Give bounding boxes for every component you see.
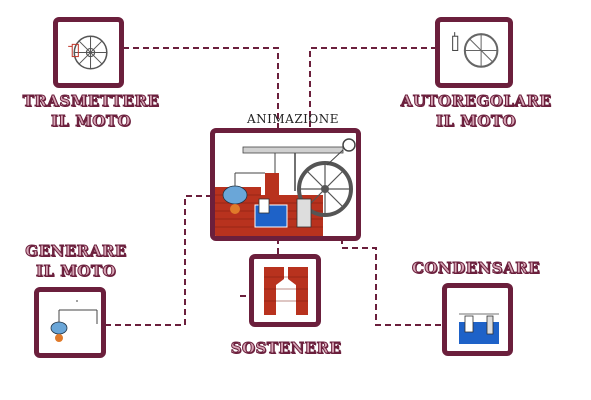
link-trasmettere (123, 47, 279, 132)
trasmettere-node[interactable] (53, 17, 124, 88)
governor-flywheel-icon (452, 32, 499, 68)
animazione-node[interactable] (210, 128, 361, 241)
condenser-water-icon (459, 313, 499, 344)
link-generare (105, 195, 212, 326)
sostenere-node[interactable] (249, 254, 321, 327)
generare-node[interactable] (34, 287, 106, 358)
link-autoregolare (309, 47, 437, 132)
brick-support-icon (264, 267, 308, 315)
animazione-caption: ANIMAZIONE (246, 112, 340, 126)
boiler-fire-icon (50, 300, 98, 342)
autoregolare-node[interactable] (435, 17, 513, 88)
steam-engine-illustration (215, 138, 356, 236)
trasmettere-label: TRASMETTERE IL MOTO (22, 92, 160, 131)
condensare-label: CONDENSARE (411, 259, 541, 278)
condensare-node[interactable] (442, 283, 513, 356)
sostenere-label: SOSTENERE (230, 339, 342, 358)
gear-flywheel-icon (68, 35, 108, 70)
generare-label: GENERARE IL MOTO (25, 242, 127, 281)
autoregolare-label: AUTOREGOLARE IL MOTO (400, 92, 552, 131)
link-condensare (341, 238, 444, 326)
